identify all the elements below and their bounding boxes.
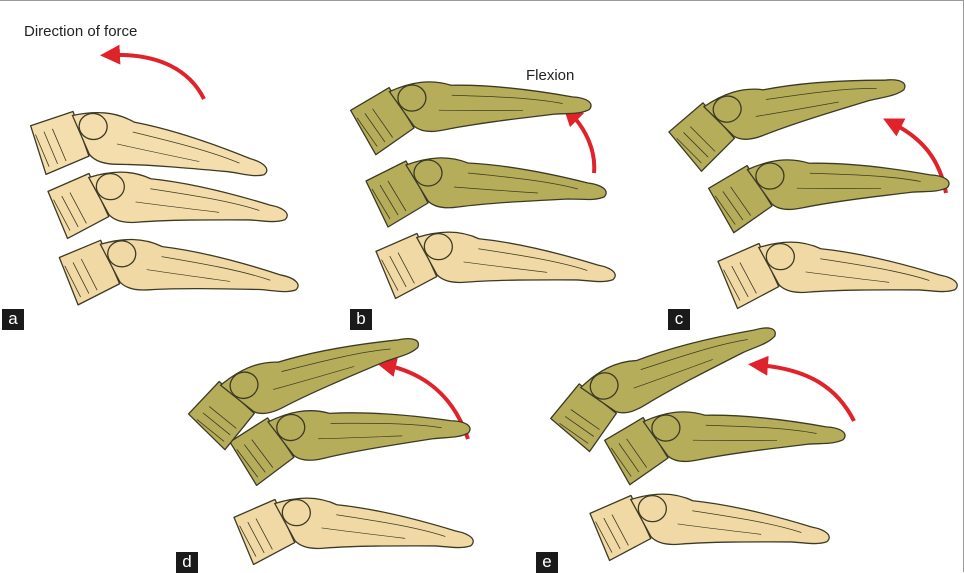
flexion-arrow <box>570 113 594 173</box>
panel-c: c <box>640 1 964 331</box>
vertebra-lower <box>232 494 475 573</box>
panel-a: Direction of force a <box>0 1 330 331</box>
panel-b-drawing <box>330 1 650 331</box>
panel-e-drawing <box>510 331 860 573</box>
force-arrow <box>758 365 854 421</box>
vertebra-lower <box>374 228 617 310</box>
panel-d-drawing <box>150 331 490 573</box>
vertebra-middle <box>366 158 606 227</box>
panel-label-d: d <box>176 552 198 573</box>
vertebra-upper <box>663 51 913 176</box>
vertebra-lower <box>588 490 831 572</box>
force-arrow <box>110 55 204 99</box>
panel-label-c: c <box>668 309 690 330</box>
vertebra-middle <box>46 168 289 250</box>
panel-label-b: b <box>350 309 372 330</box>
vertebra-upper <box>349 71 593 157</box>
vertebra-middle <box>603 401 847 487</box>
panel-e: e <box>510 331 860 573</box>
panel-d: d <box>150 331 490 573</box>
panel-c-drawing <box>640 1 964 331</box>
vertebra-lower <box>716 238 959 320</box>
panel-b: Flexion b <box>330 1 650 331</box>
vertebra-lower <box>56 234 300 320</box>
panel-label-a: a <box>2 309 24 330</box>
panel-label-e: e <box>536 552 558 573</box>
vertebra-middle <box>707 149 951 235</box>
panel-a-drawing <box>0 1 330 331</box>
